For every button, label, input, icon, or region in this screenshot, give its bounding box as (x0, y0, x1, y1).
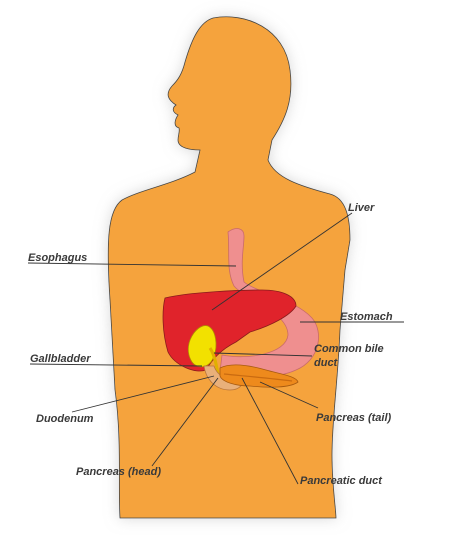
label-pancreas-head: Pancreas (head) (76, 466, 161, 478)
label-pancreatic-duct: Pancreatic duct (300, 475, 383, 487)
label-duodenum: Duodenum (36, 413, 94, 425)
label-esophagus: Esophagus (28, 252, 87, 264)
label-pancreas-tail: Pancreas (tail) (316, 412, 392, 424)
label-common-bile-duct-2: duct (314, 357, 339, 369)
label-liver: Liver (348, 202, 375, 214)
label-stomach: Estomach (340, 311, 393, 323)
label-common-bile-duct-1: Common bile (314, 343, 384, 355)
label-gallbladder: Gallbladder (30, 353, 91, 365)
